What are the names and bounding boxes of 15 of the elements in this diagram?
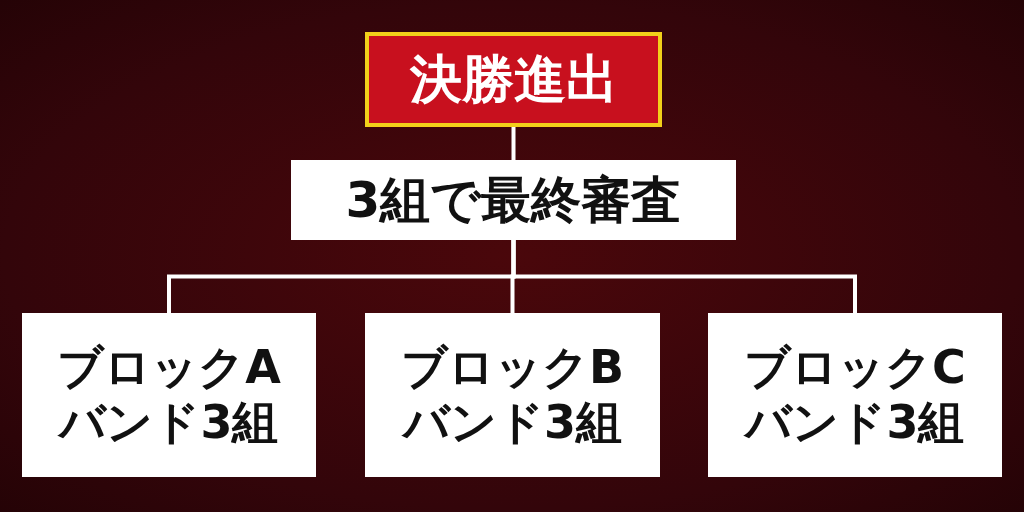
block-box (708, 313, 1002, 477)
stage-box (291, 160, 736, 240)
connector-line (511, 127, 516, 160)
block-text: ブロックB (400, 339, 625, 395)
title-box (365, 32, 662, 127)
connector-line (511, 240, 857, 313)
block-text: バンド3組 (59, 395, 279, 451)
block-text: ブロックA (57, 339, 281, 395)
stage-text: 3組で最終審査 (345, 170, 682, 230)
block-text: バンド3組 (403, 395, 622, 451)
block-box (365, 313, 660, 477)
block-text: ブロックC (744, 339, 966, 395)
block-box (22, 313, 316, 477)
title-text: 決勝進出 (409, 48, 618, 111)
block-text: バンド3組 (745, 395, 965, 451)
